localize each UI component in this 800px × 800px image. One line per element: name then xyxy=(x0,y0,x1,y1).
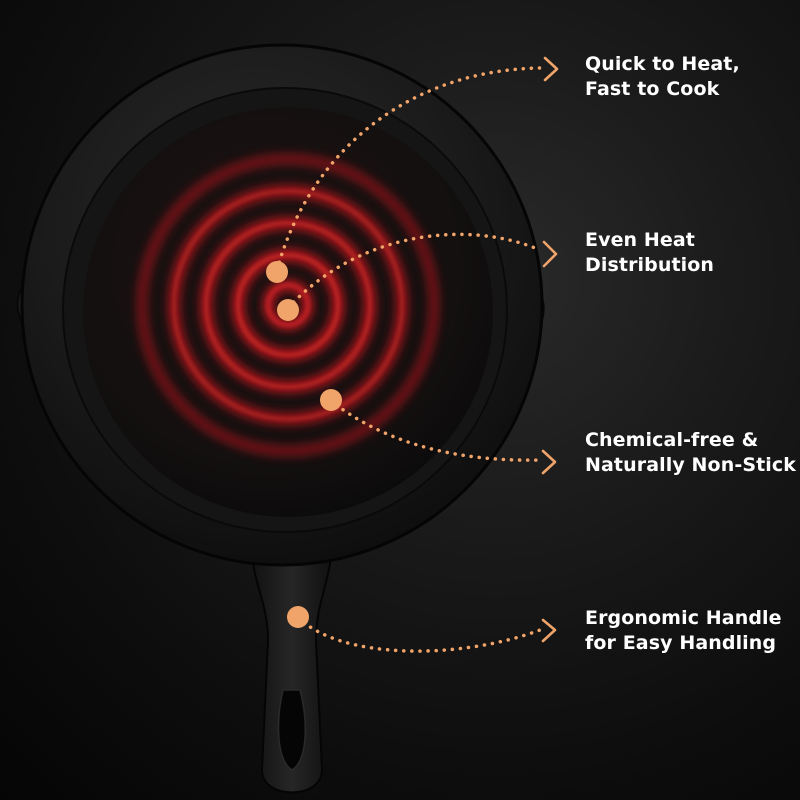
feature-even-heat-line-1: Even Heat xyxy=(585,229,695,251)
heat-rings xyxy=(137,154,439,456)
feature-ergonomic-handle-line-1: Ergonomic Handle xyxy=(585,607,782,629)
feature-chemical-free-line-2: Naturally Non-Stick xyxy=(585,454,796,476)
pan-handle xyxy=(250,539,334,794)
connector-ergonomic-handle xyxy=(296,615,542,653)
feature-ergonomic-handle-line-2: for Easy Handling xyxy=(585,632,777,654)
arrow-even-heat xyxy=(542,240,558,268)
callout-connectors xyxy=(275,66,542,653)
dot-ergonomic-handle xyxy=(287,606,309,628)
dot-even-heat xyxy=(277,299,299,321)
feature-quick-heat: Quick to Heat, Fast to Cook xyxy=(585,52,740,102)
connector-quick-heat xyxy=(275,66,542,272)
arrow-quick-heat xyxy=(543,56,559,82)
feature-chemical-free-line-1: Chemical-free & xyxy=(585,429,759,451)
feature-ergonomic-handle: Ergonomic Handle for Easy Handling xyxy=(585,606,782,656)
dot-chemical-free xyxy=(320,389,342,411)
feature-chemical-free: Chemical-free & Naturally Non-Stick xyxy=(585,428,796,478)
arrow-chemical-free xyxy=(541,449,557,475)
feature-even-heat: Even Heat Distribution xyxy=(585,228,714,278)
arrow-ergonomic-handle xyxy=(541,618,557,643)
callout-arrowheads xyxy=(541,56,559,643)
dot-quick-heat xyxy=(266,261,288,283)
callout-dots xyxy=(266,261,342,628)
feature-even-heat-line-2: Distribution xyxy=(585,254,715,276)
feature-quick-heat-line-1: Quick to Heat, xyxy=(585,53,740,75)
feature-quick-heat-line-2: Fast to Cook xyxy=(585,78,720,100)
connector-even-heat xyxy=(286,232,542,310)
connector-chemical-free xyxy=(328,398,542,462)
handle-hanging-hole xyxy=(277,689,306,771)
